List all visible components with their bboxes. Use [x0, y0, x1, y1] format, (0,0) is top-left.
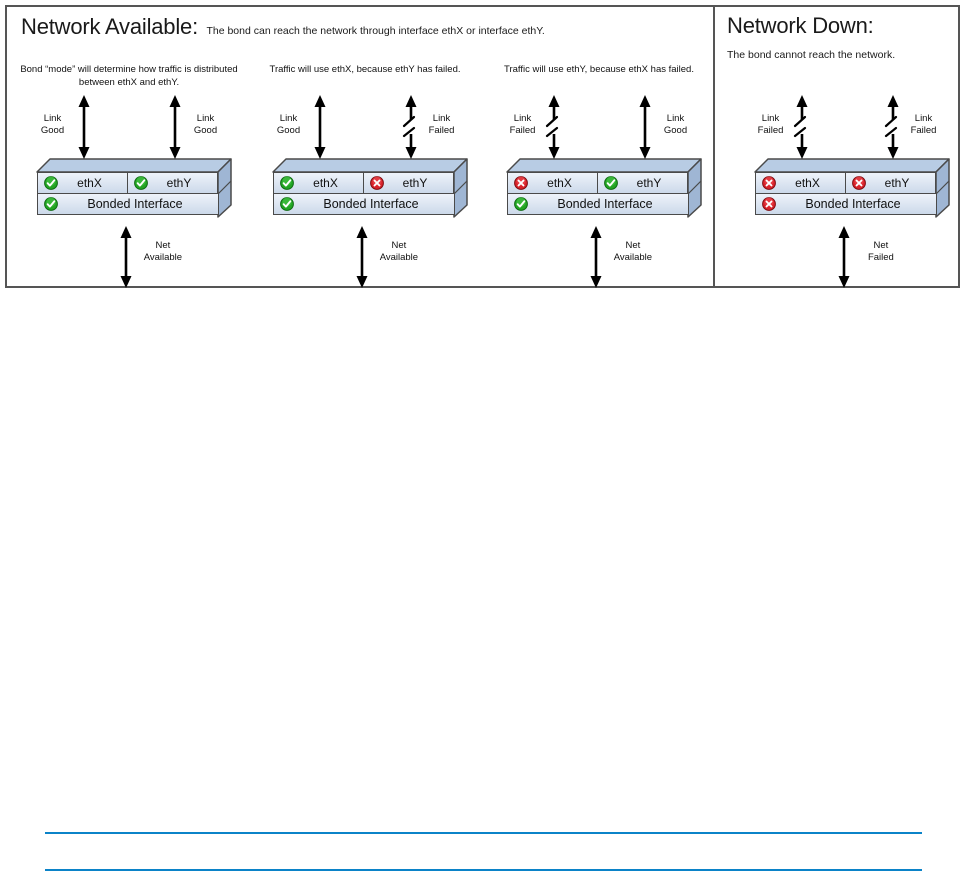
status-failed-x-icon	[762, 176, 776, 190]
section-network-down: Network Down: The bond cannot reach the …	[717, 7, 962, 288]
nic-cell-ethx: ethX	[37, 172, 128, 194]
nic-row: ethX ethY	[273, 172, 455, 194]
nic-row: ethX ethY	[37, 172, 219, 194]
status-failed-x-icon	[762, 196, 776, 211]
section-down-subtitle: The bond cannot reach the network.	[727, 49, 896, 61]
nic-label: ethX	[77, 176, 102, 190]
status-good-check-icon	[280, 176, 294, 190]
scenario-panel-both-good: Bond “mode” will determine how traffic i…	[11, 63, 247, 288]
section-available-subtitle: The bond can reach the network through i…	[206, 25, 545, 37]
nic-label: ethY	[884, 176, 910, 190]
bonded-interface-row: Bonded Interface	[755, 192, 937, 215]
net-arrow	[583, 226, 602, 288]
status-good-check-icon	[603, 176, 618, 190]
nic-cell-ethx: ethX	[507, 172, 598, 194]
link-arrow-ethy	[162, 95, 180, 159]
section-available-title: Network Available:	[21, 14, 198, 39]
nic-row: ethX ethY	[755, 172, 937, 194]
nic-label: ethX	[795, 176, 820, 190]
link-arrow-ethx	[541, 95, 559, 159]
page-divider-bottom	[45, 869, 922, 871]
status-good-check-icon	[44, 176, 58, 190]
nic-label: ethX	[313, 176, 338, 190]
section-down-header: Network Down: The bond cannot reach the …	[727, 13, 956, 61]
bonded-interface-row: Bonded Interface	[507, 192, 689, 215]
status-failed-x-icon	[851, 176, 866, 190]
status-good-check-icon	[514, 196, 528, 211]
status-good-check-icon	[280, 196, 294, 211]
nic-label: ethY	[166, 176, 192, 190]
nic-cell-ethy: ethY	[362, 172, 454, 194]
bonded-interface-label: Bonded Interface	[323, 196, 419, 211]
bonding-diagram-frame: Network Available: The bond can reach th…	[5, 5, 960, 288]
nic-cell-ethx: ethX	[273, 172, 364, 194]
nic-cell-ethy: ethY	[126, 172, 218, 194]
section-down-title: Network Down:	[727, 13, 874, 38]
net-arrow	[831, 226, 850, 288]
net-arrow	[349, 226, 368, 288]
status-good-check-icon	[133, 176, 148, 190]
status-good-check-icon	[44, 196, 58, 211]
link-arrow-ethy	[398, 95, 416, 159]
nic-label: ethX	[547, 176, 572, 190]
net-arrow	[113, 226, 132, 288]
section-available-header: Network Available: The bond can reach th…	[21, 14, 707, 40]
bonded-interface-row: Bonded Interface	[273, 192, 455, 215]
scenario-panel-ethx-failed: Traffic will use ethY, because ethX has …	[481, 63, 717, 288]
nic-label: ethY	[636, 176, 662, 190]
nic-label: ethY	[402, 176, 428, 190]
page-divider-top	[45, 832, 922, 834]
link-arrow-ethx	[789, 95, 807, 159]
link-arrow-ethx	[71, 95, 89, 159]
panel-caption: Bond “mode” will determine how traffic i…	[20, 64, 238, 88]
nic-row: ethX ethY	[507, 172, 689, 194]
bonded-interface-label: Bonded Interface	[87, 196, 183, 211]
nic-cell-ethx: ethX	[755, 172, 846, 194]
link-arrow-ethy	[632, 95, 650, 159]
link-arrow-ethx	[307, 95, 325, 159]
bonded-interface-label: Bonded Interface	[557, 196, 653, 211]
nic-cell-ethy: ethY	[596, 172, 688, 194]
link-arrow-ethy	[880, 95, 898, 159]
panel-caption: Traffic will use ethX, because ethY has …	[269, 64, 461, 75]
panel-caption: Traffic will use ethY, because ethX has …	[504, 64, 694, 75]
bonded-interface-row: Bonded Interface	[37, 192, 219, 215]
nic-cell-ethy: ethY	[844, 172, 936, 194]
status-failed-x-icon	[369, 176, 384, 190]
section-network-available: Network Available: The bond can reach th…	[7, 7, 717, 288]
status-failed-x-icon	[514, 176, 528, 190]
scenario-panel-ethy-failed: Traffic will use ethX, because ethY has …	[247, 63, 483, 288]
bonded-interface-label: Bonded Interface	[805, 196, 901, 211]
